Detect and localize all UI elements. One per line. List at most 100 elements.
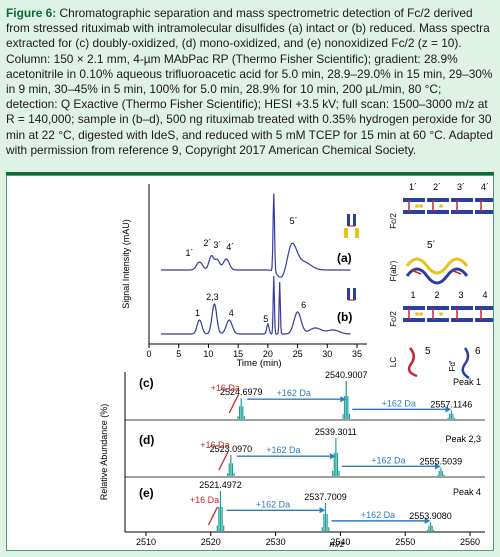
trace-a-label: (a) (337, 251, 352, 265)
trace-b-label: (b) (337, 310, 352, 324)
ms-peak (221, 506, 223, 531)
ms-peak (338, 470, 340, 476)
ms-peak (231, 463, 234, 476)
ms-peak (437, 474, 439, 476)
chrom-peak-label-a: 4´ (226, 242, 234, 252)
ms-peak (344, 395, 346, 419)
mass-shift-label: +162 Da (277, 388, 311, 398)
ms-xlabel: m/z (329, 539, 345, 550)
schematic-mid-label: 3 (458, 290, 463, 300)
chrom-peak-label-a: 2´ (203, 238, 211, 248)
five-prime-label: 5´ (427, 239, 436, 251)
ms-peak (429, 522, 432, 531)
ms-peak (336, 452, 339, 476)
oxidation-icon (439, 204, 443, 208)
chrom-xtick-label: 0 (146, 349, 151, 359)
oxidation-label: +16 Da (211, 383, 240, 393)
ms-peak (323, 514, 325, 531)
oxidation-icon (439, 312, 443, 316)
arrowhead-icon (340, 396, 347, 403)
ms-peak (443, 474, 445, 476)
ms-peak-label: 2524.6979 (220, 387, 263, 397)
lc-chain-icon (407, 347, 418, 378)
chrom-peak-label-b: 1 (195, 308, 200, 318)
ms-peak (333, 452, 335, 476)
ms-peak (239, 406, 241, 419)
ms-peak-label: 2521.4972 (199, 480, 242, 490)
ms-peak (240, 398, 242, 419)
ms-peak (347, 395, 349, 419)
fab-fragment-icon (405, 257, 469, 285)
oxidation-label: +16 Da (200, 440, 229, 450)
trace-b (160, 275, 351, 335)
chrom-peak-label-b: 4 (229, 308, 234, 318)
ms-peak-label: 2553.9080 (409, 511, 452, 521)
arrowhead-icon (434, 463, 441, 470)
fd-chain-icon (461, 347, 470, 380)
ms-peak (449, 413, 451, 419)
chrom-peak-label-a: 3´ (213, 240, 221, 250)
ms-panel-letter: (c) (139, 376, 154, 390)
mass-shift-label: +162 Da (371, 455, 405, 465)
ms-peak (348, 413, 351, 419)
fc2-label-mid: Fc/2 (389, 311, 398, 327)
ms-peak (428, 525, 430, 531)
oxidation-icon (419, 204, 423, 208)
oxidation-icon (415, 204, 419, 208)
fc2-label-top: Fc/2 (389, 213, 398, 229)
ms-peak (223, 525, 225, 531)
ms-xtick-label: 2510 (136, 537, 156, 547)
ms-peak (450, 410, 452, 419)
caption-text: Chromatographic separation and mass spec… (6, 6, 493, 157)
chrom-peak-label-b: 2,3 (206, 292, 219, 302)
oxidation-icon (415, 312, 419, 316)
panel-top-bar (6, 172, 494, 175)
ms-peak (438, 470, 440, 476)
mass-shift-label: +162 Da (266, 445, 300, 455)
schematic-top-label: 3´ (457, 182, 465, 192)
chrom-peak-label-b: 6 (301, 300, 306, 310)
ms-peak (345, 381, 347, 419)
oxidation-arrow (228, 394, 239, 414)
ms-peak (332, 470, 334, 476)
schematic-mid-label: 4 (482, 290, 487, 300)
oxidation-arrow (218, 451, 229, 471)
ms-peak (219, 491, 222, 531)
ms-peak (218, 506, 220, 531)
ms-peak (440, 467, 442, 476)
ms-xtick-label: 2550 (395, 537, 415, 547)
ms-peak-label: 2555.5039 (420, 457, 463, 467)
ms-peak-label: 2539.3011 (315, 427, 357, 437)
ms-peak (426, 529, 428, 531)
molecule-icon-b (347, 288, 356, 301)
ms-peak (227, 473, 229, 476)
schematic-top-row: 1´2´3´4´ (403, 182, 497, 214)
ms-xtick-label: 2530 (266, 537, 286, 547)
arrowhead-icon (329, 453, 336, 460)
chrom-xtick-label: 35 (352, 349, 362, 359)
oxidation-arrow (207, 506, 219, 526)
arrowhead-icon (319, 507, 326, 514)
chrom-xtick-label: 15 (233, 349, 243, 359)
ms-peak-label: 2540.9007 (325, 370, 368, 380)
ms-peak (321, 527, 323, 531)
oxidation-icon (419, 312, 423, 316)
chrom-ylabel: Signal Intensity (mAU) (121, 219, 131, 309)
ms-peak-label: 2523.0970 (210, 444, 253, 454)
chrom-xtick-label: 5 (176, 349, 181, 359)
mass-shift-label: +162 Da (256, 499, 290, 509)
ms-peak (228, 463, 230, 476)
ms-peak (447, 417, 449, 419)
ms-peak (453, 417, 456, 419)
chrom-peak-label-b: 5 (263, 314, 268, 324)
arrowhead-icon (445, 406, 452, 413)
ms-peak (452, 413, 454, 419)
ms-peak (328, 527, 330, 531)
